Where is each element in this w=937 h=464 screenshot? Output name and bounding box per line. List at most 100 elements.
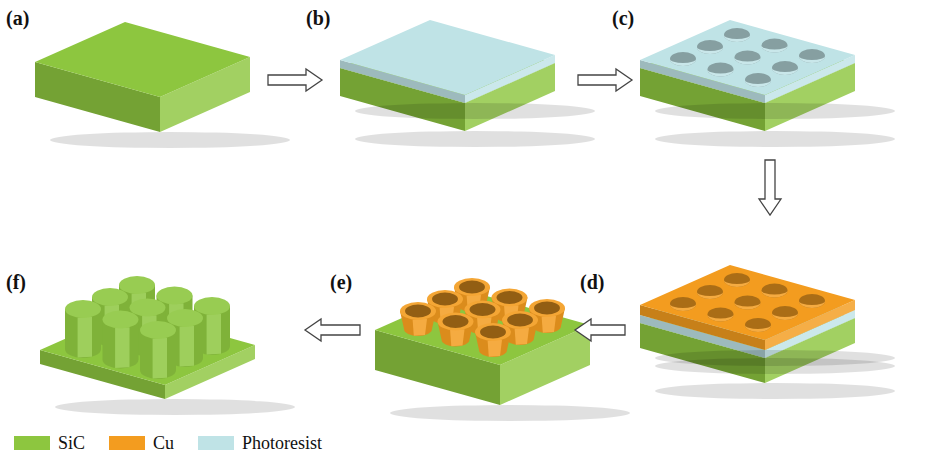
copper-mask-top: [492, 289, 528, 307]
shadow: [355, 131, 595, 147]
copper-mask-highlight: [515, 328, 529, 345]
sic-top: [375, 290, 590, 365]
photoresist-top: [340, 20, 555, 95]
panel-label: (b): [306, 8, 330, 28]
legend-swatch: [198, 436, 234, 450]
process-arrow: [268, 69, 322, 91]
hole-wall: [708, 70, 734, 77]
legend-swatch: [14, 436, 50, 450]
process-arrow: [305, 319, 360, 341]
sic-pillar-top: [119, 276, 155, 294]
hole-wall: [735, 58, 761, 65]
hole-wall: [724, 280, 750, 287]
copper-mask-highlight: [450, 329, 464, 346]
hole-wall: [724, 35, 750, 42]
shadow: [390, 405, 630, 421]
etched-hole: [799, 49, 825, 63]
hole-wall: [697, 47, 723, 54]
etched-hole: [697, 40, 723, 54]
copper-top: [640, 265, 855, 340]
copper-mask-top: [427, 290, 463, 308]
copper-mask-bore: [470, 303, 496, 316]
process-arrow: [759, 160, 781, 215]
shadow: [655, 131, 895, 147]
hole-wall: [799, 301, 825, 308]
sic-pillar-top: [194, 297, 230, 315]
copper-mask-top: [502, 311, 538, 329]
hole-wall: [745, 325, 771, 332]
etched-hole: [745, 318, 771, 332]
legend-swatch: [109, 436, 145, 450]
sic-pillar-top: [103, 311, 139, 329]
sic-pillar-top: [167, 309, 203, 327]
copper-mask-top: [454, 278, 490, 296]
shadow: [655, 103, 895, 119]
sic-pillar-highlight: [115, 327, 129, 368]
panel-label: (e): [330, 272, 352, 292]
panel-label: (c): [612, 8, 634, 28]
copper-mask-highlight: [542, 316, 556, 333]
hole-wall: [762, 46, 788, 53]
hole-wall: [708, 315, 734, 322]
copper-mask-top: [438, 313, 474, 331]
copper-mask-top: [529, 299, 565, 317]
sic-pillar-top: [65, 300, 101, 318]
shadow: [50, 132, 290, 148]
etched-hole: [670, 52, 696, 66]
copper-mask-bore: [432, 293, 458, 306]
copper-mask-highlight: [413, 319, 427, 336]
hole-wall: [772, 313, 798, 320]
etched-hole: [772, 61, 798, 75]
hole-wall: [772, 68, 798, 75]
legend-text: SiC: [58, 434, 85, 452]
sic-top: [35, 22, 250, 97]
etched-hole: [772, 306, 798, 320]
shadow: [655, 350, 895, 366]
panel-label: (f): [6, 272, 26, 292]
hole-wall: [799, 56, 825, 63]
etched-hole: [799, 294, 825, 308]
hole-wall: [670, 304, 696, 311]
sic-pillar-highlight: [153, 338, 167, 379]
shadow: [55, 399, 295, 415]
copper-mask-bore: [459, 281, 485, 294]
shadow: [355, 103, 595, 119]
etched-hole: [724, 273, 750, 287]
hole-wall: [735, 303, 761, 310]
copper-mask-bore: [507, 314, 533, 327]
copper-mask-bore: [497, 291, 523, 304]
panel-label: (d): [580, 272, 604, 292]
sic-pillar-top: [130, 299, 166, 317]
panel-label: (a): [6, 8, 29, 28]
copper-mask-bore: [443, 315, 469, 328]
hole-wall: [745, 80, 771, 87]
legend-text: Cu: [153, 434, 174, 452]
sic-pillar-top: [157, 287, 193, 305]
sic-pillar-top: [140, 321, 176, 339]
sic-pillar-highlight: [180, 326, 194, 367]
etched-hole: [670, 297, 696, 311]
process-arrow: [575, 319, 625, 341]
sic-pillar-top: [92, 288, 128, 306]
etched-hole: [762, 284, 788, 298]
copper-mask-bore: [534, 302, 560, 315]
copper-mask-bore: [480, 326, 506, 339]
shadow: [655, 383, 895, 399]
etched-hole: [735, 296, 761, 310]
legend-text: Photoresist: [242, 434, 322, 452]
copper-mask-top: [465, 301, 501, 319]
copper-mask-top: [400, 302, 436, 320]
etched-hole: [708, 63, 734, 77]
hole-wall: [762, 291, 788, 298]
sic-pillar-highlight: [78, 317, 92, 358]
sic-pillar-highlight: [207, 314, 221, 355]
etched-hole: [762, 39, 788, 53]
copper-mask-highlight: [488, 340, 502, 357]
etched-hole: [724, 28, 750, 42]
hole-wall: [670, 59, 696, 66]
copper-mask-top: [475, 323, 511, 341]
copper-mask-bore: [405, 305, 431, 318]
photoresist-top: [640, 20, 855, 95]
etched-hole: [697, 285, 723, 299]
